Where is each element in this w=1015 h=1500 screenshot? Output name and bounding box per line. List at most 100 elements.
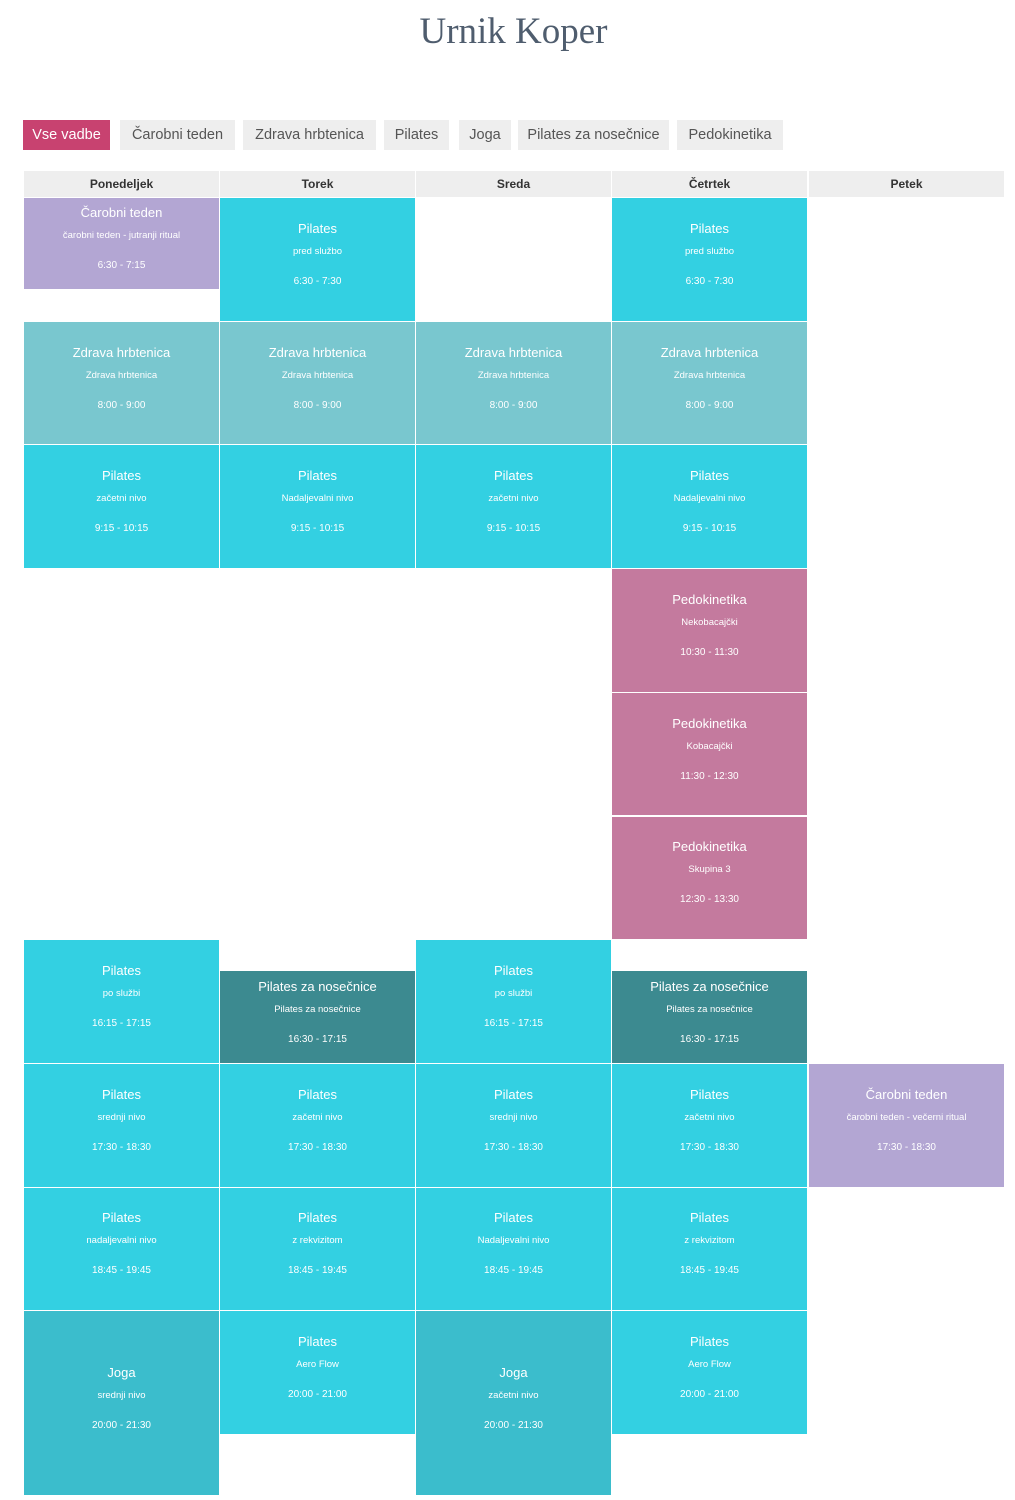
event-subtitle: Nadaljevalni nivo bbox=[477, 1235, 550, 1247]
event-name: Pedokinetika bbox=[672, 591, 747, 607]
event-name: Zdrava hrbtenica bbox=[72, 344, 171, 360]
filter-button-joga[interactable]: Joga bbox=[459, 120, 511, 150]
event-name: Pilates bbox=[297, 1210, 338, 1226]
event-name: Pilates bbox=[689, 468, 730, 484]
event-name: Pedokinetika bbox=[672, 839, 747, 855]
event-name: Pilates bbox=[689, 1334, 730, 1350]
event-time: 20:00 - 21:30 bbox=[484, 1419, 543, 1431]
event-time: 18:45 - 19:45 bbox=[484, 1265, 543, 1277]
event-subtitle: z rekvizitom bbox=[292, 1235, 343, 1247]
event-name: Pilates bbox=[101, 468, 142, 484]
event-time: 20:00 - 21:30 bbox=[92, 1419, 151, 1431]
event-name: Pilates bbox=[689, 1086, 730, 1102]
event-subtitle: čarobni teden - večerni ritual bbox=[846, 1111, 967, 1123]
event-subtitle: začetni nivo bbox=[684, 1111, 735, 1123]
event-subtitle: Pilates za nosečnice bbox=[666, 1003, 753, 1015]
event-subtitle: z rekvizitom bbox=[684, 1235, 735, 1247]
event-subtitle: Aero Flow bbox=[296, 1359, 339, 1371]
filter-button-pilates-za-nosecnice[interactable]: Pilates za nosečnice bbox=[518, 120, 669, 150]
event-name: Pilates bbox=[101, 1210, 142, 1226]
event-time: 8:00 - 9:00 bbox=[293, 399, 342, 411]
event-time: 16:15 - 17:15 bbox=[484, 1018, 543, 1030]
day-header-cetrtek: Četrtek bbox=[612, 171, 807, 197]
event-time: 20:00 - 21:00 bbox=[680, 1389, 739, 1401]
event-name: Pilates bbox=[297, 468, 338, 484]
event-subtitle: začetni nivo bbox=[488, 1389, 539, 1401]
event-subtitle: po službi bbox=[494, 988, 533, 1000]
event-name: Pilates bbox=[297, 1334, 338, 1350]
filter-button-carobni-teden[interactable]: Čarobni teden bbox=[120, 120, 235, 150]
day-header-ponedeljek: Ponedeljek bbox=[24, 171, 219, 197]
event-time: 6:30 - 7:30 bbox=[293, 275, 342, 287]
event-time: 17:30 - 18:30 bbox=[288, 1141, 347, 1153]
event-time: 17:30 - 18:30 bbox=[92, 1141, 151, 1153]
event-subtitle: pred službo bbox=[684, 245, 735, 257]
event-subtitle: Skupina 3 bbox=[688, 864, 731, 876]
event-time: 6:30 - 7:30 bbox=[685, 275, 734, 287]
event-subtitle: srednji nivo bbox=[97, 1111, 146, 1123]
event-time: 6:30 - 7:15 bbox=[97, 260, 146, 271]
event-time: 9:15 - 10:15 bbox=[486, 523, 541, 535]
event-subtitle: Pilates za nosečnice bbox=[274, 1003, 361, 1015]
event-name: Čarobni teden bbox=[80, 205, 163, 220]
event-subtitle: Aero Flow bbox=[688, 1359, 731, 1371]
event-name: Zdrava hrbtenica bbox=[660, 344, 759, 360]
event-subtitle: Nekobacajčki bbox=[681, 616, 738, 628]
event-time: 10:30 - 11:30 bbox=[680, 646, 739, 658]
event-pilates[interactable]: Pilates začetni nivo 17:30 - 18:30 bbox=[220, 1063, 415, 1187]
filter-button-pedokinetika[interactable]: Pedokinetika bbox=[677, 120, 783, 150]
filter-button-zdrava-hrbtenica[interactable]: Zdrava hrbtenica bbox=[243, 120, 376, 150]
filter-button-pilates[interactable]: Pilates bbox=[384, 120, 449, 150]
event-name: Zdrava hrbtenica bbox=[464, 344, 563, 360]
event-subtitle: srednji nivo bbox=[489, 1111, 538, 1123]
event-time: 9:15 - 10:15 bbox=[682, 523, 737, 535]
event-time: 16:30 - 17:15 bbox=[680, 1033, 739, 1045]
event-name: Pilates bbox=[297, 1086, 338, 1102]
day-header-torek: Torek bbox=[220, 171, 415, 197]
event-name: Zdrava hrbtenica bbox=[268, 344, 367, 360]
event-subtitle: Zdrava hrbtenica bbox=[85, 369, 158, 381]
event-time: 17:30 - 18:30 bbox=[877, 1141, 936, 1153]
event-subtitle: Zdrava hrbtenica bbox=[477, 369, 550, 381]
day-header-petek: Petek bbox=[809, 171, 1004, 197]
event-subtitle: začetni nivo bbox=[292, 1111, 343, 1123]
event-time: 9:15 - 10:15 bbox=[290, 523, 345, 535]
event-name: Pilates za nosečnice bbox=[650, 978, 769, 994]
event-subtitle: Nadaljevalni nivo bbox=[673, 493, 746, 505]
event-name: Pedokinetika bbox=[672, 715, 747, 731]
event-time: 12:30 - 13:30 bbox=[680, 894, 739, 906]
event-subtitle: pred službo bbox=[292, 245, 343, 257]
filter-button-vse-vadbe[interactable]: Vse vadbe bbox=[23, 120, 110, 150]
event-subtitle: začetni nivo bbox=[96, 493, 147, 505]
